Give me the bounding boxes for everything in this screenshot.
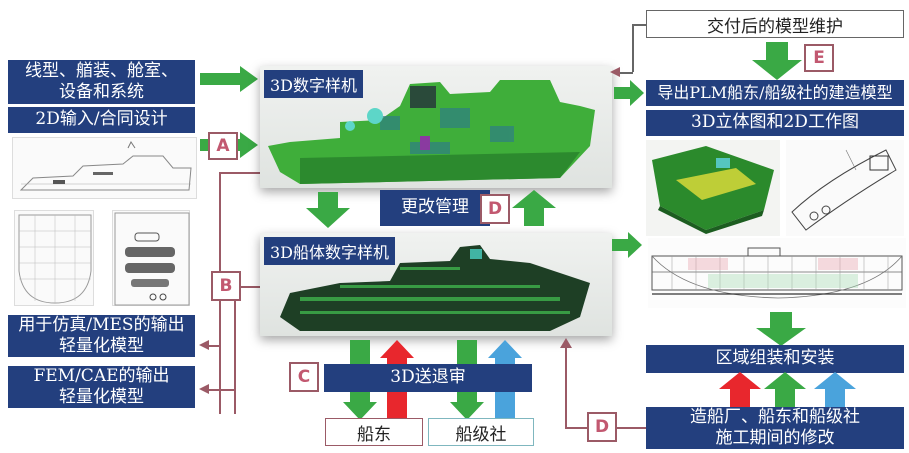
classification-society-label: 船级社 [455,424,507,445]
arrowhead-fem-icon [199,384,209,394]
change-management-label: 更改管理 [401,197,469,218]
connector-b-hull-line [238,286,260,288]
badge-b: B [211,271,241,301]
2d-work-drawing [786,140,904,236]
3d-hull-prototype-label: 3D船体数字样机 [264,237,396,265]
design-input-box: 2D输入/合同设计 [8,107,195,133]
arrow-model-to-export-icon [614,80,644,106]
modification-line2: 施工期间的修改 [715,428,835,448]
inputs-line2: 设备和系统 [59,82,144,102]
connector-fem-vert [234,300,236,414]
arrow-up-red-icon [719,372,761,407]
drawings-label: 3D立体图和2D工作图 [691,112,859,133]
ship-profile-drawing [12,137,197,199]
connector-e-vert [632,24,634,72]
3d-digital-prototype-image: 3D数字样机 [260,66,612,188]
arrowhead-d-up-icon [560,338,572,348]
3d-review-label: 3D送退审 [390,367,466,388]
badge-d-bottom: D [587,412,617,442]
3d-hull-prototype-image: 3D船体数字样机 [260,233,612,336]
modification-box: 造船厂、船东和船级社 施工期间的修改 [646,407,904,449]
export-plm-label: 导出PLM船东/船级社的建造模型 [657,83,893,102]
deck-layout-drawing [112,210,190,306]
arrowhead-sim-icon [199,340,209,350]
shipowner-box: 船东 [325,418,423,446]
ship-plan-drawing [648,238,906,308]
connector-sim-line [207,345,220,347]
connector-d-right [616,427,646,429]
connector-d-left [565,427,587,429]
arrow-up-green-icon [764,372,806,407]
arrow-inputs-to-model-icon [200,66,258,92]
connector-fem-line [207,389,235,391]
fem-output-line1: FEM/CAE的输出 [33,365,170,386]
sim-output-line2: 轻量化模型 [59,336,144,356]
connector-e-top [632,24,646,26]
sim-output-box: 用于仿真/MES的输出 轻量化模型 [8,315,195,357]
3d-review-box: 3D送退审 [324,364,532,392]
maintenance-box: 交付后的模型维护 [646,10,904,38]
classification-society-box: 船级社 [428,418,534,446]
drawings-box: 3D立体图和2D工作图 [646,110,904,136]
3d-block-image [646,140,780,236]
badge-d-center: D [480,194,510,224]
arrowhead-e-icon [610,67,620,77]
inputs-line1: 线型、艏装、舱室、 [25,60,178,81]
design-input-label: 2D输入/合同设计 [35,109,168,130]
badge-a: A [208,132,238,160]
export-plm-box: 导出PLM船东/船级社的建造模型 [646,80,904,106]
fem-output-box: FEM/CAE的输出 轻量化模型 [8,366,195,408]
3d-digital-prototype-label: 3D数字样机 [264,70,364,98]
assembly-box: 区域组装和安装 [646,345,904,373]
connector-d-vert [565,346,567,428]
arrow-down-to-hull-icon [306,192,350,228]
hull-section-drawing [14,210,94,306]
arrow-hull-to-drawings-icon [612,232,642,258]
modification-line1: 造船厂、船东和船级社 [690,406,860,427]
hull-3d-model-icon [280,245,590,331]
change-management-box: 更改管理 [380,190,490,226]
connector-e-bottom [618,72,633,74]
arrow-up-to-model-icon [512,190,556,226]
fem-output-line2: 轻量化模型 [59,387,144,407]
connector-a-line [219,172,261,174]
maintenance-label: 交付后的模型维护 [707,16,843,37]
arrow-down-assembly-icon [756,312,806,346]
inputs-box: 线型、艏装、舱室、 设备和系统 [8,60,195,104]
arrow-up-blue-icon [814,372,856,407]
arrow-down-export-icon [752,42,802,80]
ship-3d-model-icon [268,80,595,184]
assembly-label: 区域组装和安装 [715,348,835,369]
sim-output-line1: 用于仿真/MES的输出 [18,314,185,335]
badge-c: C [289,362,319,392]
badge-e: E [804,44,834,72]
shipowner-label: 船东 [357,424,391,445]
